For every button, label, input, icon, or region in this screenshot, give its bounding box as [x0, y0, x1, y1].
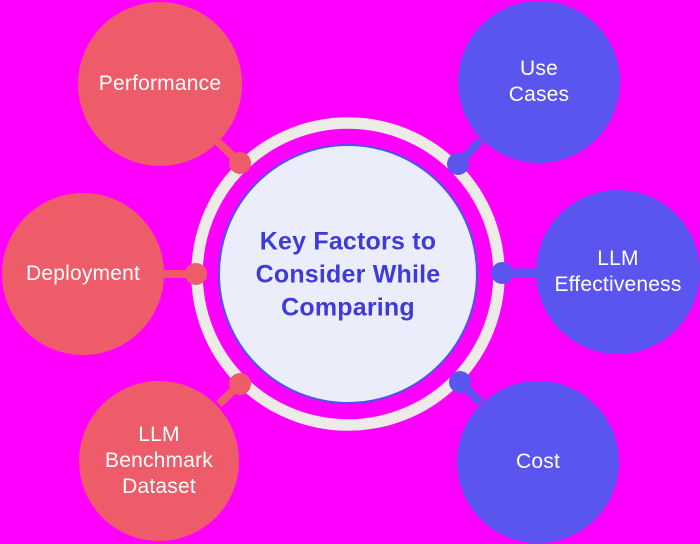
connector-dot-deployment — [185, 263, 207, 285]
center-circle — [218, 144, 478, 404]
node-circle-performance — [78, 2, 242, 166]
connector-dot-use-cases — [447, 153, 469, 175]
connector-dot-llm-effectiveness — [491, 262, 513, 284]
node-circle-llm-benchmark-dataset — [79, 381, 239, 541]
node-circle-llm-effectiveness — [536, 190, 700, 354]
node-circle-use-cases — [458, 1, 620, 163]
node-circle-cost — [457, 381, 619, 543]
node-circle-deployment — [2, 193, 164, 355]
connector-dot-cost — [449, 371, 471, 393]
connector-dot-performance — [229, 152, 251, 174]
connector-dot-llm-benchmark-dataset — [229, 373, 251, 395]
